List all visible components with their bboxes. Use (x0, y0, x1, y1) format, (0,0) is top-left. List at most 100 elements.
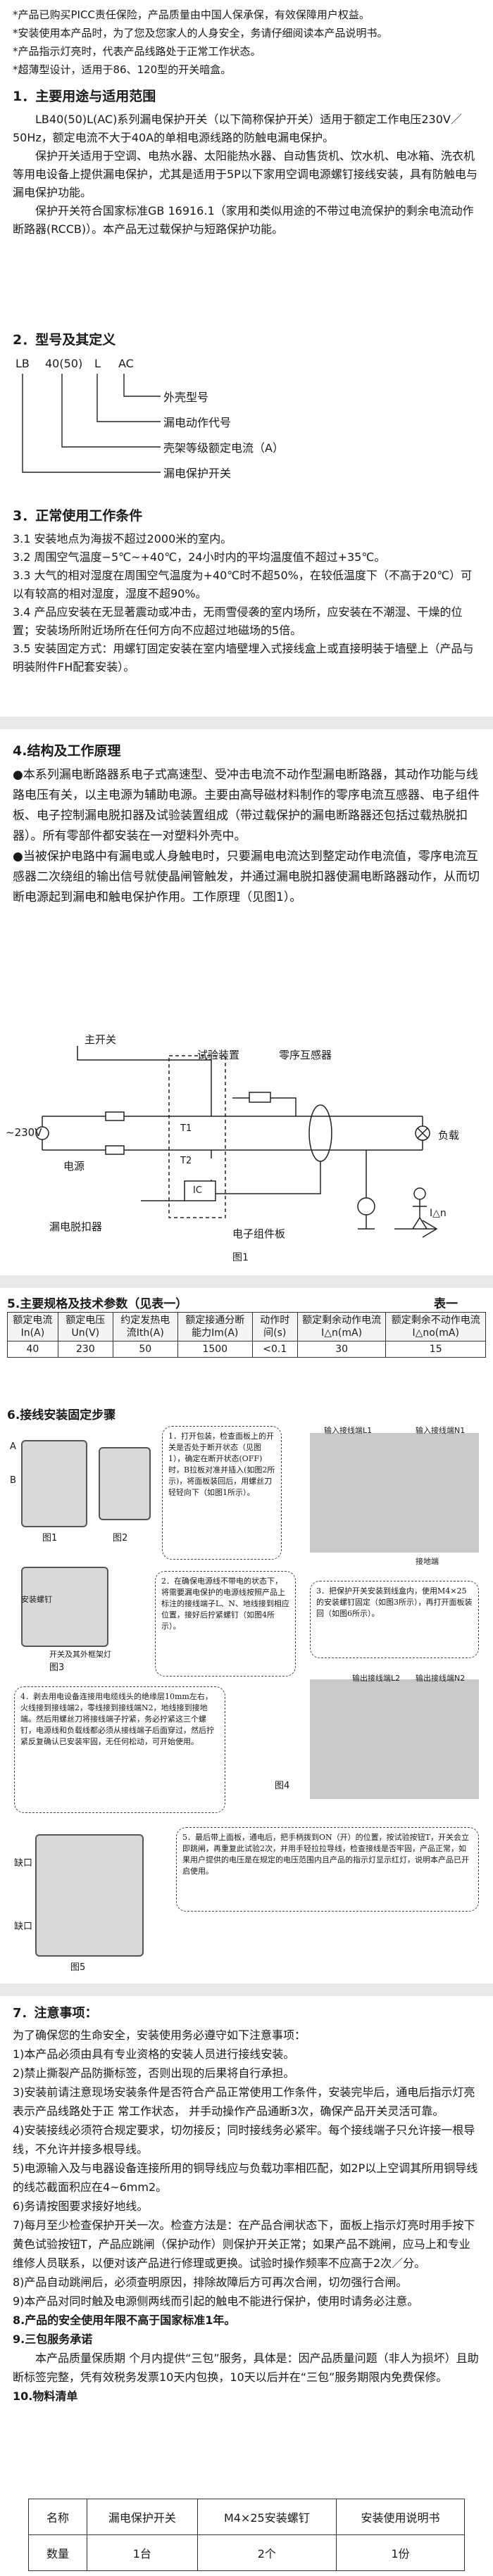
label-idelta: I△n (430, 1208, 447, 1219)
table-cell: <0.1 (251, 1341, 298, 1358)
label-install-screw: 安装螺钉 (21, 1595, 52, 1604)
device-figure-2 (99, 1447, 151, 1520)
label-board: 电子组件板 (232, 1227, 286, 1240)
label-out-terminal: 输出接线端L2 (352, 1674, 401, 1683)
model-code-current: 40(50) (45, 357, 83, 370)
model-def: 漏电动作代号 (163, 416, 232, 429)
table-cell: 230 (57, 1341, 113, 1358)
note-item: 5)电源输入及与电器设备连接所用的铜导线应与负载功率相匹配，如2P以上空调其所用… (13, 2161, 478, 2194)
model-def: 外壳型号 (163, 391, 209, 404)
spec-table: 额定电流In(A) 额定电压Un(V) 约定发热电流Ith(A) 额定接通分断能… (7, 1312, 486, 1358)
section-title: 5.主要规格及技术参数（见表一） (7, 1297, 188, 1311)
label-gap: 缺口 (14, 1921, 33, 1932)
table-cell: 名称 (28, 2499, 87, 2535)
section-installation: 6.接线安装固定步骤 A B 图1 图2 1．打开包装，检查面板上的开关是否处于… (0, 1405, 493, 1975)
label-source: 电源 (63, 1160, 85, 1173)
separator (0, 716, 493, 729)
intro-line: *安装使用本产品时，为了您及您家人的人身安全，务请仔细阅读本产品说明书。 (13, 27, 388, 39)
model-bracket-lines (22, 374, 161, 473)
section-title: 3．正常使用工作条件 (13, 508, 143, 524)
condition-item: 3.3 大气的相对湿度在周围空气温度为+40℃时不超50%，在较低温度下（不高于… (13, 569, 473, 600)
note-item: 4)安装接线必须符合规定要求，切勿接反；同时接线务必紧牢。每个接线端子只允许接一… (13, 2123, 475, 2156)
service-life: 8.产品的安全使用年限不高于国家标准1年。 (13, 2313, 236, 2327)
figure-label: 图1 (42, 1533, 58, 1543)
section-title: 2．型号及其定义 (13, 332, 116, 348)
label-test-device: 试验装置 (197, 1049, 240, 1061)
paragraph: LB40(50)L(AC)系列漏电保护开关（以下简称保护开关）适用于额定工作电压… (13, 113, 462, 144)
bom-title: 10.物料清单 (13, 2389, 78, 2403)
table-row: 40 230 50 1500 <0.1 30 15 (7, 1341, 486, 1358)
device-figure-5 (35, 1834, 144, 1957)
model-code-ac: AC (118, 357, 134, 370)
table-cell: 1台 (87, 2534, 198, 2571)
materials-section: 名称 漏电保护开关 M4×25安装螺钉 安装使用说明书 数量 1台 2个 1份 (0, 2499, 493, 2571)
paragraph: 保护开关适用于空调、电热水器、太阳能热水器、自动售货机、饮水机、电冰箱、洗衣机等… (13, 149, 478, 199)
warranty-title: 9.三包服务承诺 (13, 2332, 93, 2346)
note-item: 6)务请按图要求接好地线。 (13, 2199, 149, 2213)
label-a: A (10, 1441, 16, 1452)
table-cell: 数量 (28, 2534, 87, 2571)
table-header-row: 额定电流In(A) 额定电压Un(V) 约定发热电流Ith(A) 额定接通分断能… (7, 1312, 486, 1341)
intro-notes: *产品已购买PICC责任保险，产品质量由中国人保承保，有效保障用户权益。 *安装… (0, 6, 493, 79)
table-header-row: 名称 漏电保护开关 M4×25安装螺钉 安装使用说明书 (28, 2499, 465, 2535)
note-item: 1)本产品必须由具有专业资格的安装人员进行接线安装。 (13, 2047, 295, 2061)
condition-item: 3.1 安装地点为海拔不超过2000米的室内。 (13, 532, 232, 545)
table-header: 额定电流In(A) (7, 1312, 58, 1341)
section-notes: 7．注意事项： 为了确保您的生命安全，安装使用务必遵守如下注意事项： 1)本产品… (0, 2003, 493, 2406)
table-cell: 漏电保护开关 (87, 2499, 198, 2535)
callout-step-5: 5．最后带上面板，通电后，把手柄拨到ON（开）的位置，按试验按钮T，开关会立即跳… (176, 1827, 479, 1912)
intro-line: *产品已购买PICC责任保险，产品质量由中国人保承保，有效保障用户权益。 (13, 8, 370, 21)
table-header: 动作时间(s) (251, 1312, 298, 1341)
figure-label: 图3 (49, 1662, 65, 1673)
label-out-terminal-n: 输出接线端N2 (416, 1674, 466, 1683)
label-in-terminal-n: 输入接线端N1 (416, 1426, 466, 1435)
table-cell: 15 (385, 1341, 486, 1358)
table-header: 额定剩余动作电流I△n(mA) (297, 1312, 387, 1341)
note-item: 2)禁止撕裂产品防撕标签，否则出现的后果将自行承担。 (13, 2066, 295, 2080)
label-in-terminal: 输入接线端L1 (324, 1426, 373, 1435)
device-figure-3 (21, 1567, 108, 1647)
callout-step-1: 1．打开包装，检查面板上的开关是否处于断开状态（见图1），确定在断开状态(OFF… (162, 1426, 282, 1560)
label-gap: 缺口 (14, 1858, 33, 1869)
condition-item: 3.4 产品应安装在无显著震动或冲击，无雨雪侵袭的室内场所，应安装在不潮湿、干燥… (13, 605, 463, 637)
circuit-lines (35, 1046, 438, 1238)
section-title: 7．注意事项： (13, 2006, 98, 2021)
label-load: 负载 (438, 1129, 460, 1142)
label-main-switch: 主开关 (85, 1033, 117, 1046)
section-purpose: 1．主要用途与适用范围 LB40(50)L(AC)系列漏电保护开关（以下简称保护… (0, 82, 493, 239)
note-item: 9)本产品对同时触及电源侧两线而引起的触电不能进行保护，使用时请务必注意。 (13, 2294, 419, 2308)
table-header: 额定剩余不动作电流I△no(mA) (385, 1312, 486, 1341)
separator (0, 1275, 493, 1288)
table-cell: M4×25安装螺钉 (196, 2499, 337, 2535)
model-diagram: LB 40(50) L AC 外壳型号 漏电动作代号 壳架等级额定电流（A） 漏… (13, 354, 480, 495)
table-cell: 1份 (336, 2534, 465, 2571)
figure-caption: 图1 (232, 1252, 249, 1263)
figure-label: 图5 (70, 1962, 86, 1973)
table-cell: 40 (7, 1341, 58, 1358)
model-def: 漏电保护开关 (163, 467, 232, 480)
label-zero-ct: 零序互感器 (279, 1049, 332, 1061)
paragraph: 保护开关符合国家标准GB 16916.1（家用和类似用途的不带过电流保护的剩余电… (13, 204, 474, 236)
label-ic: IC (193, 1185, 202, 1196)
wiring-photo-top (310, 1433, 479, 1553)
warranty-text: 本产品质量保质期 个月内提供“三包”服务，具体是：因产品质量问题（非人为损坏）且… (13, 2351, 479, 2384)
separator (0, 1983, 493, 1996)
table-label: 表一 (434, 1297, 458, 1311)
table-cell: 1500 (177, 1341, 253, 1358)
label-cover: 开关及其外框架灯 (49, 1650, 111, 1659)
model-code-lb: LB (15, 357, 30, 370)
condition-item: 3.2 周围空气温度−5℃~+40℃，24小时内的平均温度值不超过+35℃。 (13, 550, 386, 564)
table-header: 额定电压Un(V) (57, 1312, 113, 1341)
table-cell: 30 (297, 1341, 387, 1358)
label-t1: T1 (180, 1123, 192, 1134)
notes-intro: 为了确保您的生命安全，安装使用务必遵守如下注意事项： (13, 2028, 306, 2042)
note-item: 8)产品自动跳闸后，必须查明原因，排除故障后方可再次合闸，切勿强行合闸。 (13, 2275, 408, 2289)
note-item: 3)安装前请注意现场安装条件是否符合产品正常使用工作条件，安装完毕后，通电后指示… (13, 2085, 475, 2118)
label-release: 漏电脱扣器 (49, 1220, 103, 1233)
device-figure-1 (21, 1440, 87, 1527)
table-cell: 50 (112, 1341, 178, 1358)
model-def: 壳架等级额定电流（A） (163, 441, 284, 455)
model-code-l: L (94, 357, 101, 370)
section-conditions: 3．正常使用工作条件 3.1 安装地点为海拔不超过2000米的室内。 3.2 周… (0, 501, 493, 676)
